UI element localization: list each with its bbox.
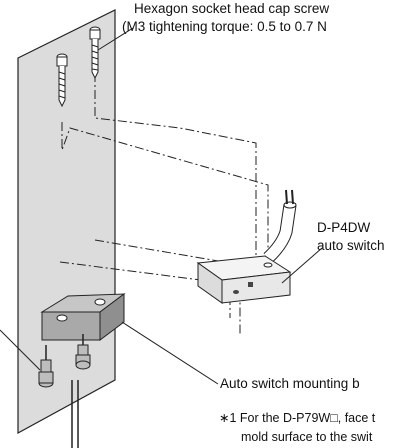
screw-name-label: Hexagon socket head cap screw <box>134 1 330 16</box>
auto-switch-body <box>196 255 292 304</box>
lower-screw-left <box>38 345 54 388</box>
switch-mounting-bracket <box>40 293 126 341</box>
screw-assembly-line <box>61 122 269 275</box>
switch-type-label: auto switch <box>317 238 385 253</box>
plate-shaft <box>71 380 79 448</box>
bracket-label: Auto switch mounting b <box>220 376 360 391</box>
switch-cable <box>263 189 297 263</box>
leader-switch <box>281 247 323 284</box>
screw-torque-label: (M3 tightening torque: 0.5 to 0.7 N <box>122 19 327 34</box>
lower-screw-right <box>75 334 91 370</box>
leader-bracket <box>121 321 219 385</box>
upper-screw-left <box>56 53 68 108</box>
mounting-plate <box>17 9 116 435</box>
upper-screw-right <box>89 26 101 80</box>
footnote-line-1: ∗1 For the D-P79W□, face t <box>219 411 376 425</box>
leader-screw <box>97 27 134 51</box>
leader-lower-screw <box>0 329 41 371</box>
switch-model-label: D-P4DW <box>317 220 371 235</box>
screw-assembly-line <box>94 73 257 275</box>
footnote-line-2: mold surface to the swit <box>241 430 373 444</box>
